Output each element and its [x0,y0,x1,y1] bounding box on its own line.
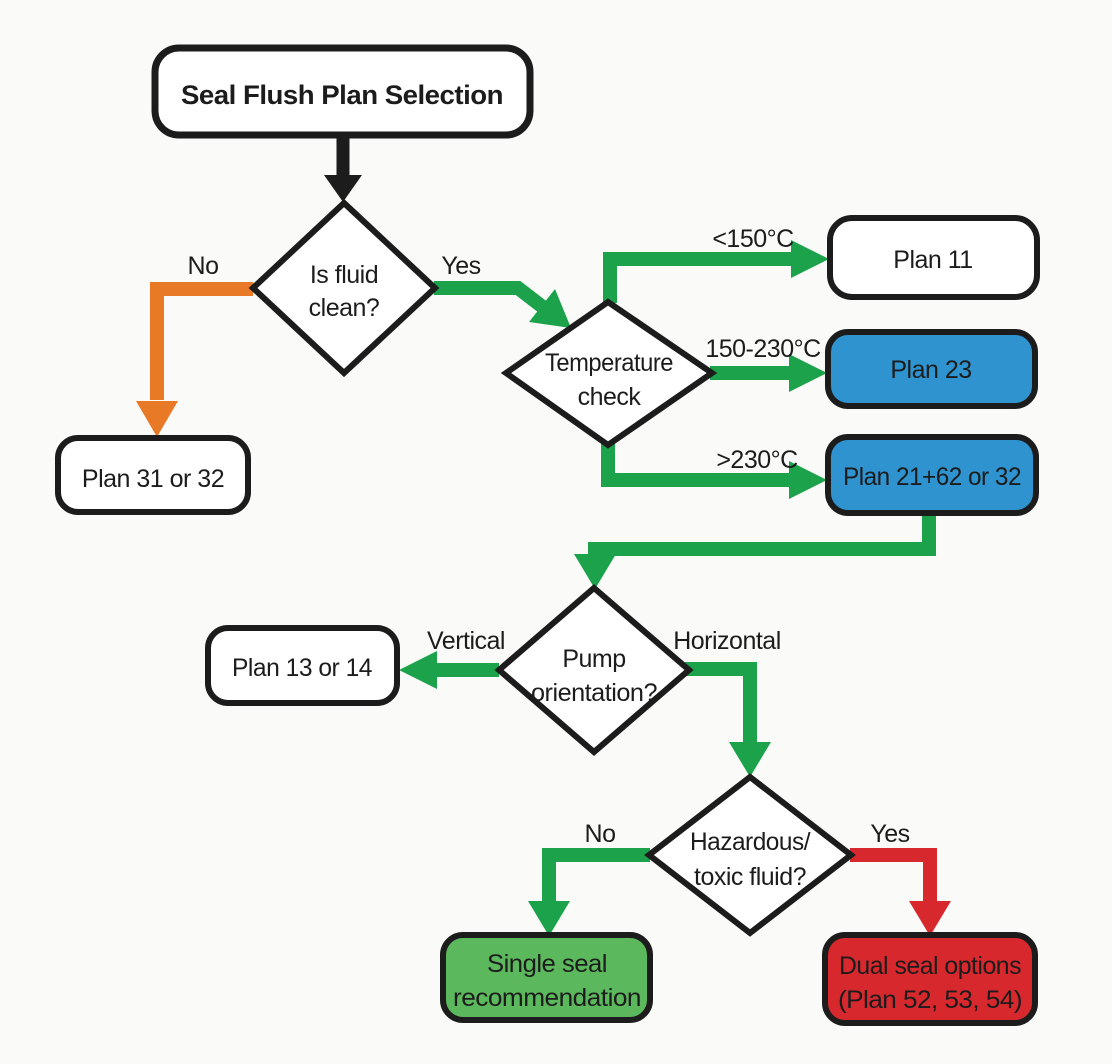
single-seal-line1: Single seal [487,950,607,978]
edge-fluid-no [150,282,253,400]
arrowhead-temp-low [791,240,829,278]
edge-hazard-yes [850,848,937,902]
node-title [151,44,534,139]
edge-hazard-no [542,848,650,902]
dual-seal-line1: Dual seal options [839,952,1021,980]
node-plan-31-32 [55,435,251,515]
edge-pump-horizontal [685,662,757,745]
decision-fluid-clean [248,198,440,378]
label-pump-vertical: Vertical [427,627,505,655]
edge-temp-high [601,443,790,487]
label-fluid-yes: Yes [441,252,480,280]
plan-11-label: Plan 11 [893,246,972,274]
fluid-clean-line2: clean? [309,294,380,322]
arrowhead-temp-mid [789,354,827,392]
decision-hazardous-fluid [644,773,856,937]
label-temp-mid: 150-230°C [705,335,821,363]
pump-orientation-line2: orientation? [531,679,657,707]
label-pump-horizontal: Horizontal [673,627,781,655]
arrowhead-pump-vertical [399,651,437,689]
single-seal-line2: recommendation [453,984,641,1012]
label-temp-low: <150°C [712,225,794,253]
dual-seal-line2: (Plan 52, 53, 54) [838,986,1022,1014]
arrowhead-to-pump [574,554,616,589]
hazardous-line1: Hazardous/ [690,828,811,856]
plan-13-14-label: Plan 13 or 14 [232,654,373,682]
hazardous-line2: toxic fluid? [694,863,806,891]
decision-temperature-check [500,298,718,449]
node-single-seal [440,932,653,1023]
arrowhead-fluid-no [136,401,178,437]
edge-plan21-to-pump [588,512,936,556]
pump-orientation-line1: Pump [562,645,625,673]
decision-pump-orientation [494,584,694,756]
node-plan-11 [827,215,1040,300]
edge-temp-low [603,252,792,303]
fluid-clean-line1: Is fluid [310,261,378,289]
temperature-line2: check [578,383,642,411]
node-dual-seal [822,932,1038,1026]
arrowhead-fluid-yes [529,289,571,328]
temperature-line1: Temperature [545,349,673,377]
node-plan-21-62-32 [825,434,1039,516]
plan-23-label: Plan 23 [890,356,971,384]
arrowhead-hazard-yes [909,901,951,936]
node-plan-13-14 [205,625,400,706]
edge-fluid-yes [434,281,549,314]
label-fluid-no: No [188,252,219,280]
title-label: Seal Flush Plan Selection [181,80,503,110]
arrowhead-pump-horizontal [729,742,771,777]
plan-21-62-32-label: Plan 21+62 or 32 [843,463,1021,491]
arrowhead-hazard-no [528,901,570,936]
plan-31-32-label: Plan 31 or 32 [82,465,224,493]
label-hazard-no: No [585,820,616,848]
node-plan-23 [825,329,1038,409]
arrowhead-title-to-fluid [324,175,362,202]
label-hazard-yes: Yes [870,820,909,848]
label-temp-high: >230°C [716,446,798,474]
arrowhead-temp-high [789,461,827,499]
